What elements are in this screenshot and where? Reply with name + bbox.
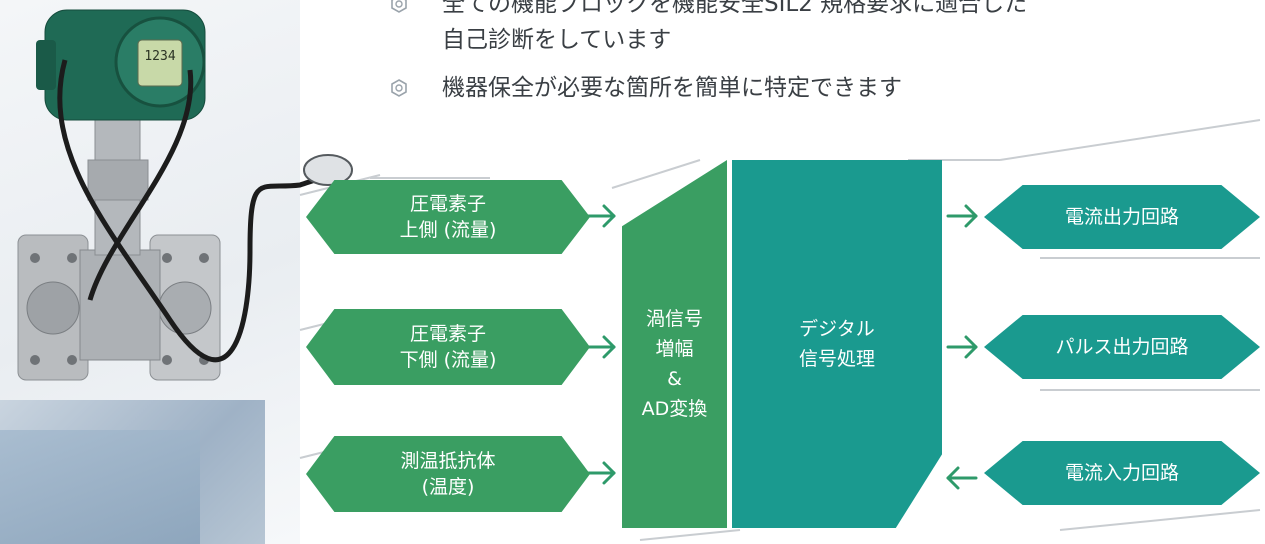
- lcd-readout: 1234: [144, 49, 175, 64]
- feature-list: 全ての機能ブロックを機能安全SIL2 規格要求に適合した 自己診断をしています …: [390, 0, 1027, 106]
- output-pulse-circuit: パルス出力回路: [984, 315, 1260, 379]
- input-piezo-upper: 圧電素子 上側 (流量): [306, 180, 590, 254]
- output-current-circuit: 電流出力回路: [984, 185, 1260, 249]
- feature-item: 全ての機能ブロックを機能安全SIL2 規格要求に適合した 自己診断をしています: [390, 0, 1027, 58]
- arrow-right-icon: [586, 335, 616, 359]
- arrow-right-icon: [586, 461, 616, 485]
- arrow-right-icon: [946, 204, 978, 228]
- arrow-right-icon: [586, 204, 616, 228]
- hexagon-bullet-icon: [391, 0, 407, 13]
- feature-text: 機器保全が必要な箇所を簡単に特定できます: [442, 75, 902, 101]
- background-blue-panel-inner: [0, 430, 200, 544]
- arrow-left-icon: [946, 466, 978, 490]
- input-rtd-temperature: 測温抵抗体 (温度): [306, 436, 590, 512]
- arrow-right-icon: [946, 335, 978, 359]
- vortex-flowmeter-illustration: 1234: [17, 9, 353, 381]
- hexagon-bullet-icon: [391, 79, 407, 97]
- feature-item: 機器保全が必要な箇所を簡単に特定できます: [390, 70, 1027, 106]
- input-current-circuit: 電流入力回路: [984, 441, 1260, 505]
- lcd-display: [137, 39, 183, 87]
- digital-signal-processing-block: デジタル 信号処理: [732, 160, 942, 528]
- feature-text: 全ての機能ブロックを機能安全SIL2 規格要求に適合した 自己診断をしています: [442, 0, 1028, 53]
- ad-conversion-block: 渦信号 増幅 & AD変換: [622, 160, 727, 528]
- input-piezo-lower: 圧電素子 下側 (流量): [306, 309, 590, 385]
- cable-gland: [303, 154, 353, 186]
- ad-conversion-label: 渦信号 増幅 & AD変換: [641, 308, 708, 420]
- cable: [57, 59, 345, 363]
